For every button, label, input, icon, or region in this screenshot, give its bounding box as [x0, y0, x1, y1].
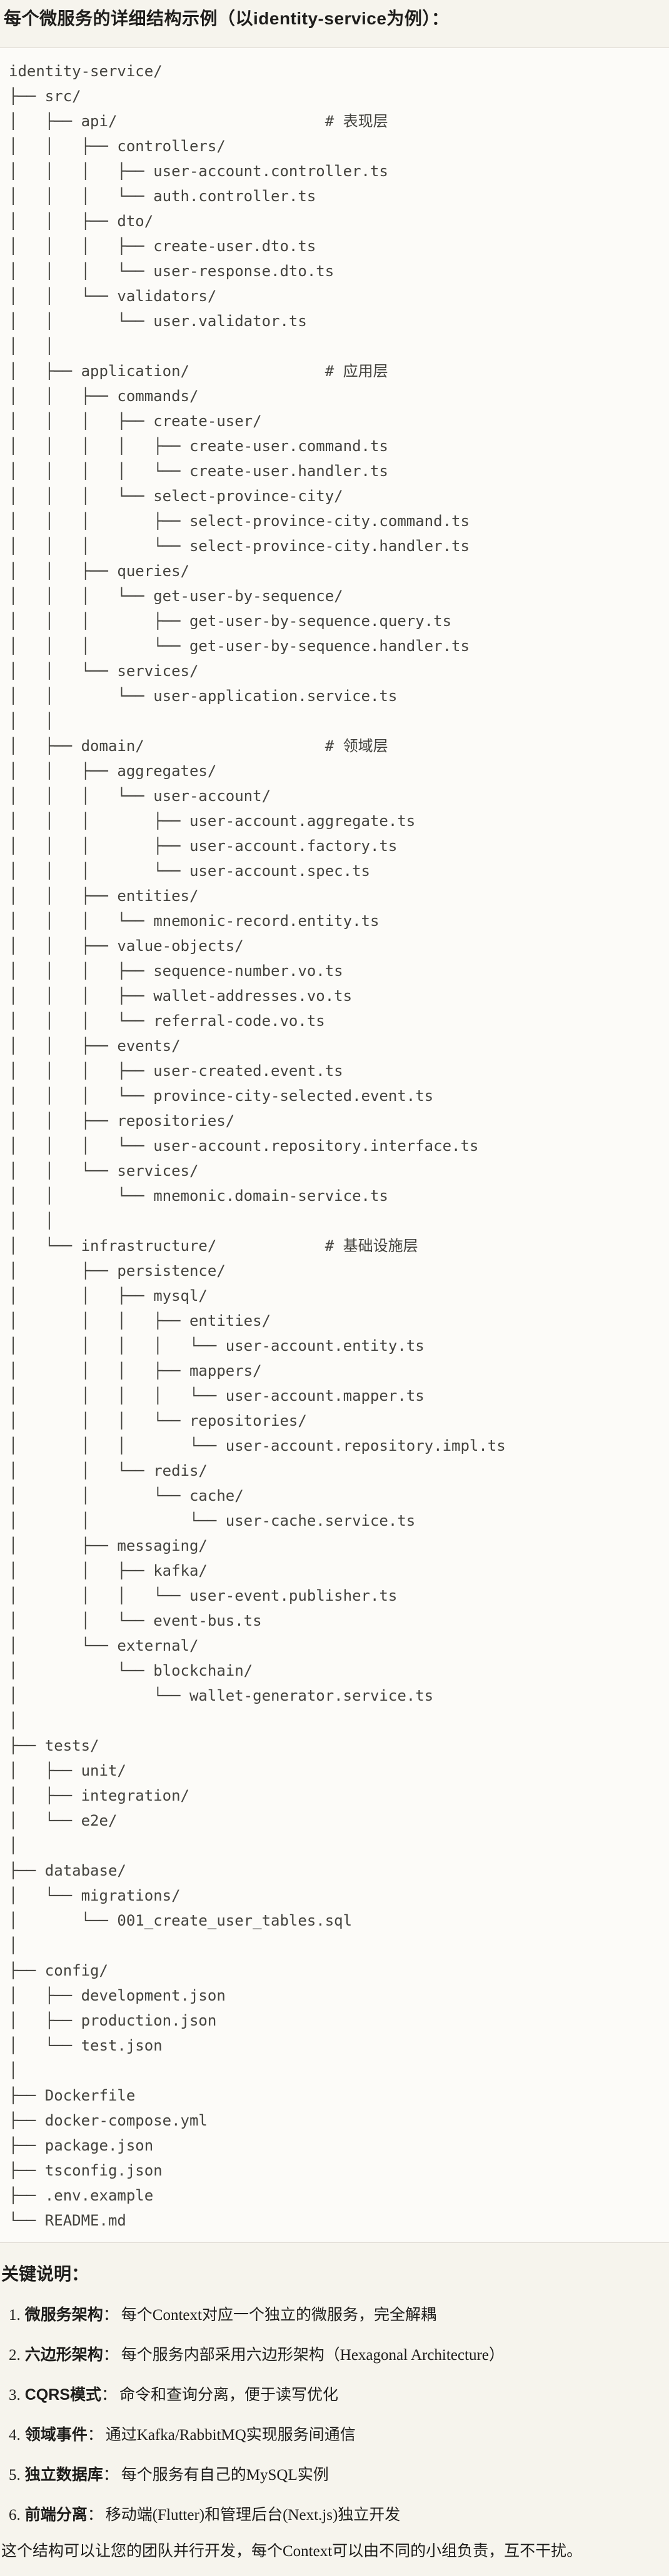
- note-number: 1.: [9, 2307, 21, 2324]
- note-colon: ：: [87, 2427, 103, 2444]
- code-block: identity-service/ ├── src/ │ ├── api/ # …: [0, 47, 669, 2243]
- note-number: 6.: [9, 2507, 21, 2524]
- note-description: 移动端(Flutter)和管理后台(Next.js)独立开发: [105, 2507, 401, 2524]
- note-colon: ：: [87, 2507, 103, 2524]
- note-number: 3.: [9, 2387, 21, 2404]
- note-label: CQRS模式: [24, 2386, 101, 2404]
- note-colon: ：: [103, 2307, 119, 2324]
- note-number: 2.: [9, 2347, 21, 2364]
- note-label: 六边形架构: [24, 2346, 103, 2364]
- note-description: 命令和查询分离，便于读写优化: [119, 2387, 339, 2404]
- note-description: 每个Context对应一个独立的微服务，完全解耦: [121, 2307, 436, 2324]
- note-colon: ：: [101, 2387, 117, 2404]
- notes-heading: 关键说明：: [1, 2264, 89, 2284]
- note-label: 前端分离: [24, 2506, 88, 2524]
- note-item: 2.六边形架构：每个服务内部采用六边形架构（Hexagonal Architec…: [9, 2344, 660, 2367]
- note-item: 1.微服务架构：每个Context对应一个独立的微服务，完全解耦: [9, 2304, 660, 2327]
- note-description: 通过Kafka/RabbitMQ实现服务间通信: [105, 2427, 356, 2444]
- note-number: 4.: [9, 2427, 21, 2444]
- note-description: 每个服务有自己的MySQL实例: [121, 2467, 329, 2484]
- note-item: 3.CQRS模式：命令和查询分离，便于读写优化: [9, 2384, 660, 2407]
- note-item: 6.前端分离：移动端(Flutter)和管理后台(Next.js)独立开发: [9, 2504, 660, 2527]
- note-colon: ：: [103, 2347, 119, 2364]
- note-number: 5.: [9, 2467, 21, 2484]
- note-label: 独立数据库: [24, 2466, 103, 2484]
- page-header: 每个微服务的详细结构示例（以identity-service为例）：: [0, 0, 669, 47]
- page-title: 每个微服务的详细结构示例（以identity-service为例）：: [4, 9, 450, 28]
- closing-paragraph: 这个结构可以让您的团队并行开发，每个Context可以由不同的小组负责，互不干扰…: [1, 2543, 583, 2560]
- directory-tree: identity-service/ ├── src/ │ ├── api/ # …: [9, 62, 506, 2229]
- note-description: 每个服务内部采用六边形架构（Hexagonal Architecture）: [121, 2347, 505, 2364]
- note-label: 领域事件: [24, 2426, 88, 2444]
- note-item: 4.领域事件：通过Kafka/RabbitMQ实现服务间通信: [9, 2424, 660, 2447]
- note-item: 5.独立数据库：每个服务有自己的MySQL实例: [9, 2464, 660, 2487]
- note-label: 微服务架构: [24, 2306, 103, 2324]
- note-colon: ：: [103, 2467, 119, 2484]
